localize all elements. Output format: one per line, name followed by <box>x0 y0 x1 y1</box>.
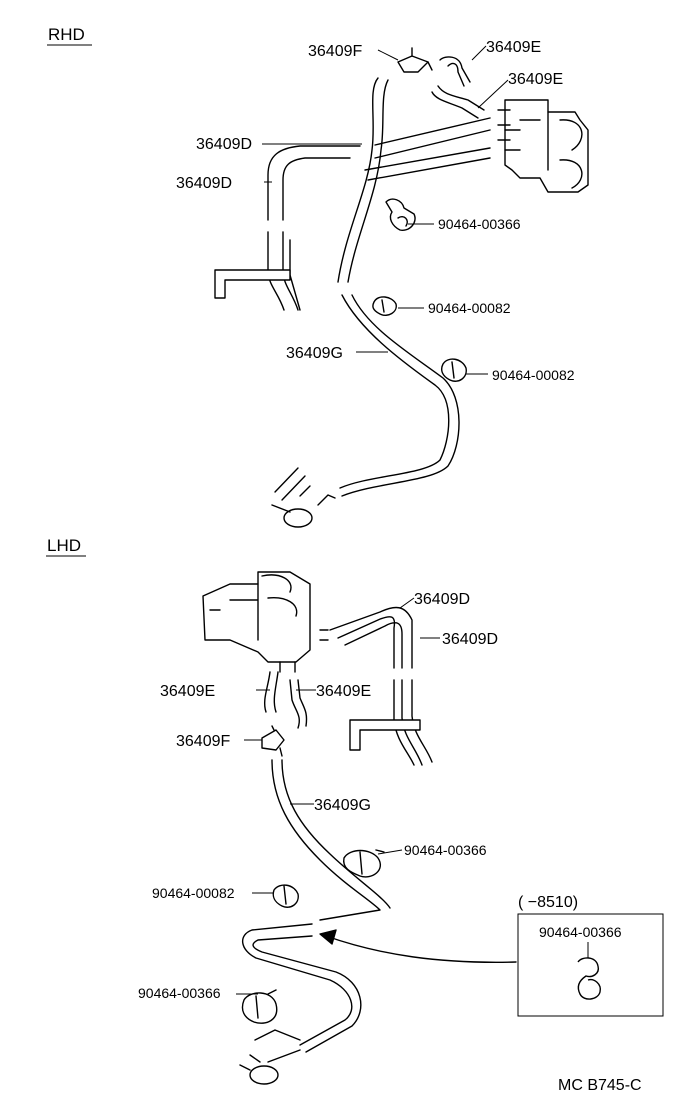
lhd-bracket <box>349 719 421 751</box>
lhd-label-36409d-1: 36409D <box>414 591 470 608</box>
rhd-valve-block <box>497 99 589 193</box>
lhd-section: LHD <box>46 536 664 1085</box>
lhd-heading: LHD <box>47 536 81 555</box>
rhd-connector-f <box>397 55 429 73</box>
lhd-connector-f <box>261 729 285 751</box>
rhd-label-36409f: 36409F <box>308 43 362 60</box>
lhd-clip-00082 <box>272 884 299 908</box>
lhd-label-90464-00082: 90464-00082 <box>152 885 235 901</box>
lhd-inset-arrow <box>325 935 517 963</box>
inset-clip <box>577 957 602 1000</box>
lhd-label-36409e-1: 36409E <box>160 683 215 700</box>
lhd-label-90464-00366-b: 90464-00366 <box>138 985 221 1001</box>
lhd-valve-block <box>202 571 329 673</box>
rhd-section: RHD <box>47 25 589 528</box>
rhd-label-36409e-2: 36409E <box>508 71 563 88</box>
lhd-leaders <box>236 597 440 995</box>
lhd-label-36409f: 36409F <box>176 733 230 750</box>
rhd-label-90464-00082-b: 90464-00082 <box>492 367 575 383</box>
lhd-clip-00366-a <box>343 849 385 878</box>
lhd-hose-e-left <box>263 671 279 713</box>
inset-label: 90464-00366 <box>539 924 622 940</box>
rhd-hose-g <box>337 77 389 283</box>
rhd-bottom-fitting <box>271 467 336 528</box>
rhd-hose-d-pipes <box>364 117 491 181</box>
rhd-leaders <box>262 45 509 375</box>
inset-range: ( −8510) <box>518 894 578 911</box>
rhd-clip-00082-b <box>441 358 467 382</box>
lhd-hose-e-right <box>289 679 308 729</box>
lhd-label-90464-00366-a: 90464-00366 <box>404 842 487 858</box>
rhd-hose-e1 <box>439 56 471 87</box>
rhd-hose-e2 <box>431 85 485 119</box>
rhd-hose-g-lower <box>339 294 460 497</box>
inset-box: ( −8510) 90464-00366 <box>517 894 664 1017</box>
lhd-hose-g-lower <box>242 923 362 1053</box>
rhd-clip-00082-a <box>372 296 397 316</box>
lhd-bottom-fitting <box>239 1029 301 1085</box>
rhd-heading: RHD <box>48 25 85 44</box>
rhd-label-36409d-2: 36409D <box>176 175 232 192</box>
lhd-label-36409d-2: 36409D <box>442 631 498 648</box>
rhd-label-36409g: 36409G <box>286 345 343 362</box>
rhd-clip-00366 <box>385 198 416 231</box>
inset-frame <box>517 913 664 1017</box>
lhd-label-36409g: 36409G <box>314 797 371 814</box>
lhd-clip-00366-b <box>241 989 278 1024</box>
rhd-label-36409d-1: 36409D <box>196 136 252 153</box>
footer-code: MC B745-C <box>558 1077 642 1094</box>
rhd-label-90464-00366: 90464-00366 <box>438 216 521 232</box>
rhd-label-36409e-1: 36409E <box>486 39 541 56</box>
lhd-hose-g <box>271 759 391 921</box>
rhd-bracket <box>214 269 291 299</box>
rhd-hose-d-upper <box>267 145 361 221</box>
rhd-label-90464-00082-a: 90464-00082 <box>428 300 511 316</box>
lhd-label-36409e-2: 36409E <box>316 683 371 700</box>
lhd-hose-d <box>329 606 413 669</box>
